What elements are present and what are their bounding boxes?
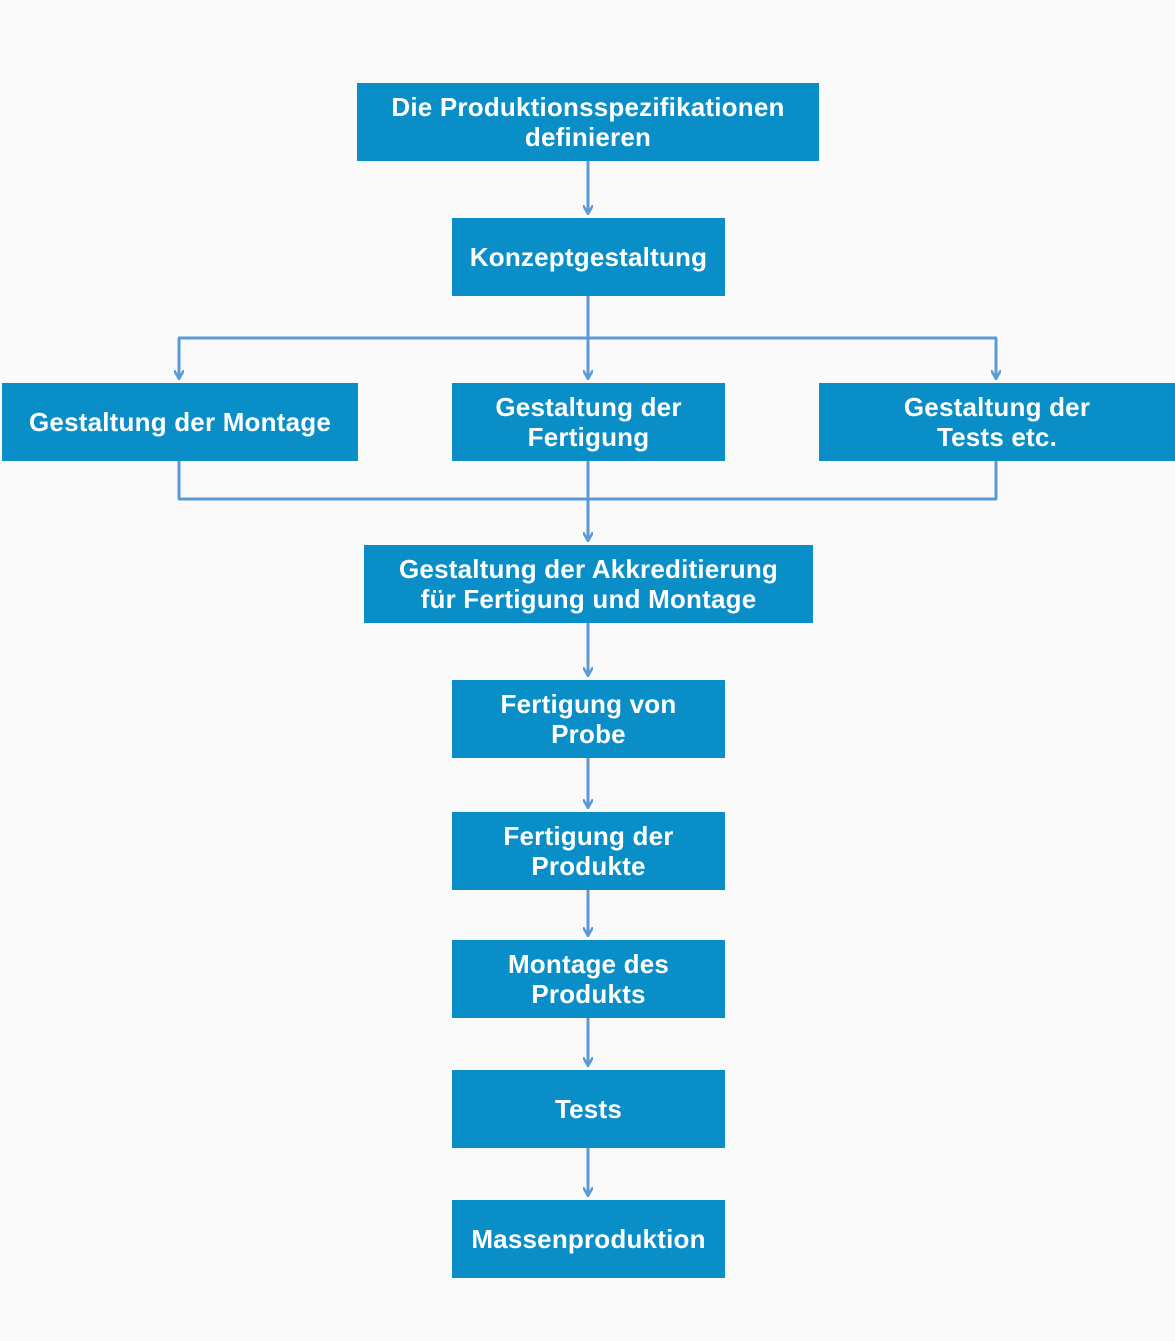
node-concept: Konzeptgestaltung <box>452 218 725 296</box>
node-assembly-design-label: Gestaltung der Montage <box>29 407 331 437</box>
node-tests-design-label: Gestaltung der Tests etc. <box>903 392 1091 452</box>
node-sample-label: Fertigung von Probe <box>500 689 677 749</box>
node-spec: Die Produktionsspezifikationen definiere… <box>357 83 819 161</box>
node-spec-label: Die Produktionsspezifikationen definiere… <box>391 92 785 152</box>
node-product-assembly: Montage des Produkts <box>452 940 725 1018</box>
node-accreditation-label: Gestaltung der Akkreditierung für Fertig… <box>398 554 779 614</box>
node-sample: Fertigung von Probe <box>452 680 725 758</box>
node-mass-production-label: Massenproduktion <box>471 1224 706 1254</box>
node-tests: Tests <box>452 1070 725 1148</box>
node-tests-label: Tests <box>555 1094 622 1124</box>
node-accreditation: Gestaltung der Akkreditierung für Fertig… <box>364 545 813 623</box>
node-product-assembly-label: Montage des Produkts <box>507 949 670 1009</box>
node-manufacturing-design-label: Gestaltung der Fertigung <box>495 392 682 452</box>
node-assembly-design: Gestaltung der Montage <box>2 383 358 461</box>
node-tests-design: Gestaltung der Tests etc. <box>819 383 1175 461</box>
node-products-label: Fertigung der Produkte <box>503 821 674 881</box>
node-products: Fertigung der Produkte <box>452 812 725 890</box>
node-manufacturing-design: Gestaltung der Fertigung <box>452 383 725 461</box>
node-concept-label: Konzeptgestaltung <box>469 242 708 272</box>
node-mass-production: Massenproduktion <box>452 1200 725 1278</box>
